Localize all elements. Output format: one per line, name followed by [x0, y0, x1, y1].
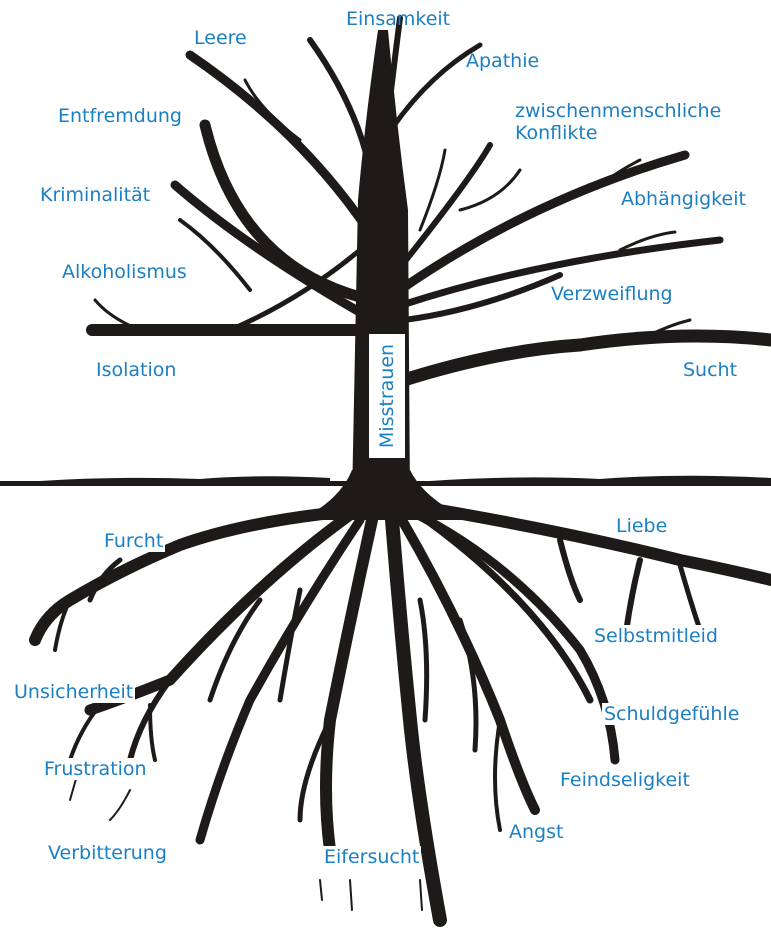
branch-label-alkoholismus: Alkoholismus: [62, 261, 187, 283]
branch-label-sucht: Sucht: [683, 359, 737, 381]
trunk-label: Misstrauen: [376, 344, 398, 448]
root-label-eifersucht: Eifersucht: [322, 846, 421, 868]
root-label-angst: Angst: [507, 821, 565, 843]
branch-label-leere: Leere: [194, 27, 247, 49]
branch-label-apathie: Apathie: [466, 50, 539, 72]
root-label-selbstmitleid: Selbstmitleid: [592, 625, 720, 647]
root-label-liebe: Liebe: [614, 515, 669, 537]
root-label-schuldgefuehle: Schuldgefühle: [602, 703, 741, 725]
branch-label-zwischenmenschliche-konflikte: zwischenmenschliche Konflikte: [515, 100, 745, 144]
branch-label-kriminalitaet: Kriminalität: [40, 184, 150, 206]
root-label-verbitterung: Verbitterung: [46, 842, 169, 864]
root-label-frustration: Frustration: [42, 758, 149, 780]
branch-label-abhaengigkeit: Abhängigkeit: [621, 188, 746, 210]
branch-label-einsamkeit: Einsamkeit: [346, 8, 450, 30]
root-label-feindseligkeit: Feindseligkeit: [558, 769, 692, 791]
root-label-furcht: Furcht: [102, 530, 165, 552]
branch-label-verzweiflung: Verzweiflung: [551, 283, 673, 305]
branch-label-entfremdung: Entfremdung: [58, 105, 182, 127]
trunk-label-box: Misstrauen: [368, 333, 406, 459]
branch-label-isolation: Isolation: [96, 359, 176, 381]
root-label-unsicherheit: Unsicherheit: [12, 681, 135, 703]
